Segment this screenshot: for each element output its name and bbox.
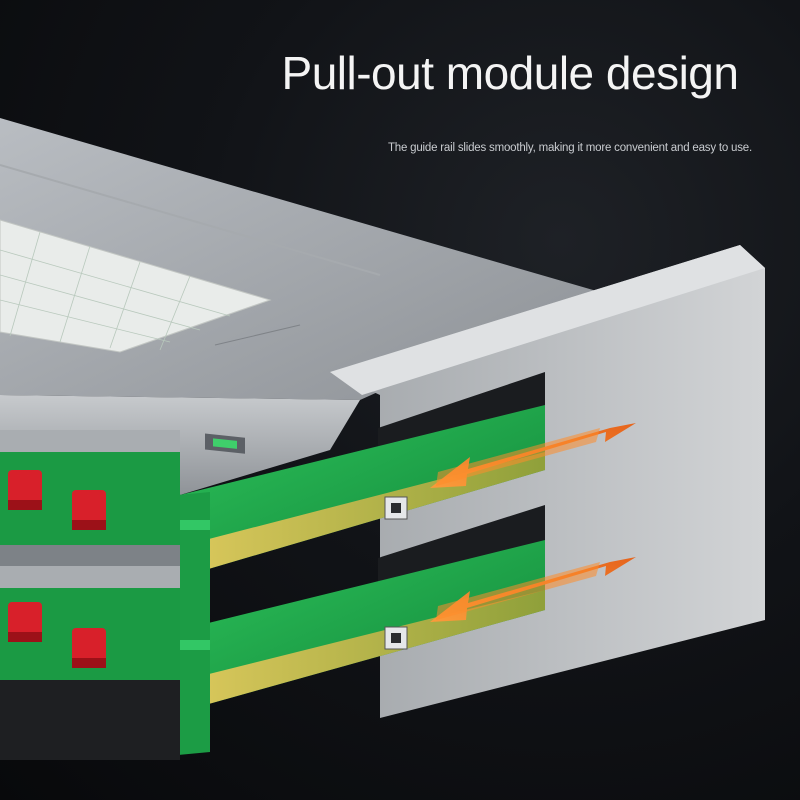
headline: Pull-out module design: [281, 47, 739, 99]
label-grid: [0, 231, 231, 351]
double-arrow-icon: [430, 423, 636, 488]
subline: The guide rail slides smoothly, making i…: [387, 142, 752, 154]
double-arrow-icon: [430, 557, 636, 622]
module-handle: [178, 492, 210, 755]
